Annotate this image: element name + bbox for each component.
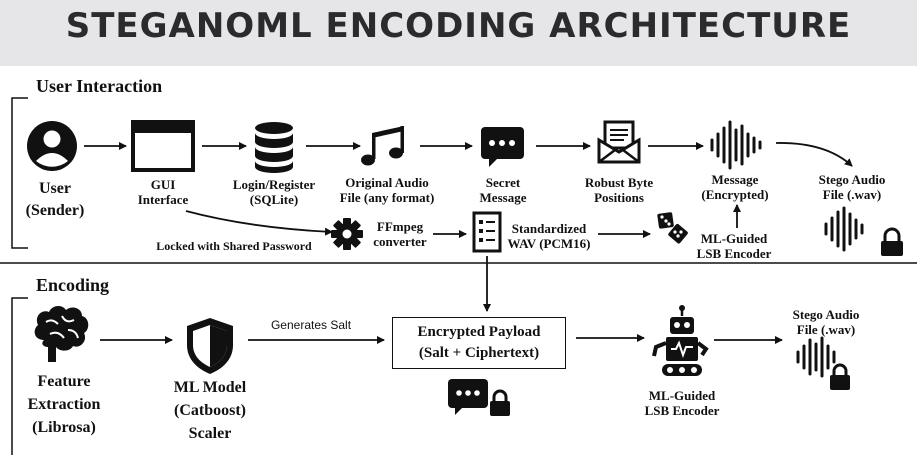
payload-box [392, 317, 566, 369]
database-icon [255, 122, 293, 173]
arrow-gui-to-ffmpeg [185, 210, 333, 236]
page-title: STEGANOML ENCODING ARCHITECTURE [65, 6, 852, 46]
bracket-user-interaction [11, 97, 28, 249]
padlock-icon [881, 227, 903, 256]
header-bar [0, 0, 917, 66]
user-avatar-icon [27, 121, 77, 171]
brain-icon [34, 306, 89, 362]
gear-icon [331, 218, 363, 250]
padlock-icon [490, 389, 510, 416]
arrow-message-to-stego [775, 142, 853, 167]
edge-label-locked: Locked with Shared Password [156, 239, 312, 253]
shield-icon [187, 318, 233, 374]
bracket-encoding [11, 297, 28, 455]
waveform-icon [824, 206, 864, 252]
waveform-icon [710, 120, 762, 170]
document-list-icon [472, 211, 502, 253]
envelope-letter-icon [597, 120, 641, 164]
edge-label-generates-salt: Generates Salt [270, 318, 352, 332]
chat-bubble-icon [448, 379, 488, 415]
padlock-icon [830, 363, 850, 390]
dice-icon [657, 212, 688, 244]
waveform-icon [796, 336, 836, 378]
window-icon [131, 120, 195, 172]
robot-icon [652, 305, 709, 376]
node-message-encrypted: Message(Encrypted) [701, 172, 769, 202]
node-encrypted-payload: Encrypted Payload(Salt + Ciphertext) [417, 324, 541, 361]
node-login: Login/Register(SQLite) [232, 177, 316, 207]
section-title-encoding: Encoding [36, 275, 110, 295]
node-ml-model: ML Model(Catboost)Scaler [173, 379, 247, 442]
music-note-icon [361, 126, 404, 166]
node-user: User(Sender) [25, 180, 85, 219]
chat-bubble-icon [481, 127, 524, 167]
section-title-user-interaction: User Interaction [36, 76, 163, 96]
